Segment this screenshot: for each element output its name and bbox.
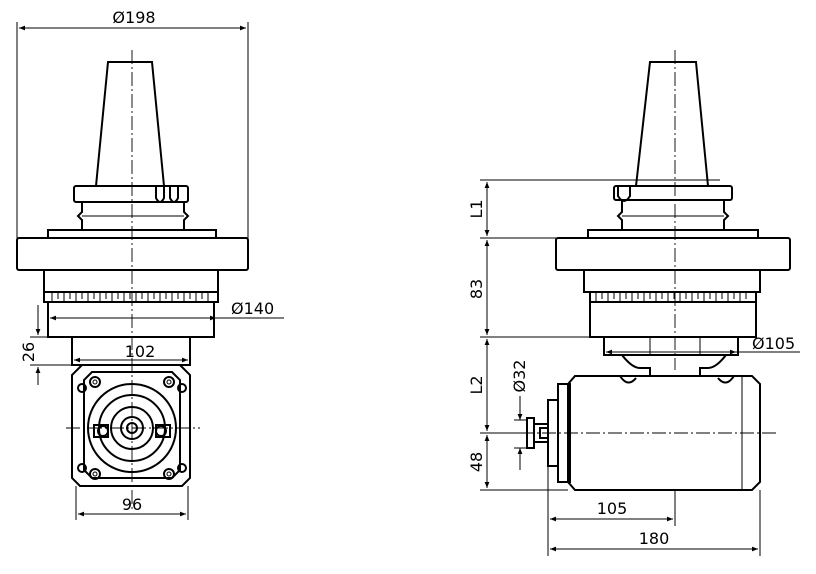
dim-180-label: 180 xyxy=(639,529,670,548)
dim-base-width-label: 96 xyxy=(122,495,142,514)
dim-flange-height: 26 xyxy=(19,305,72,385)
housing-body xyxy=(43,269,219,338)
main-flange xyxy=(16,237,249,271)
dim-overall-diameter: Ø198 xyxy=(16,8,249,238)
dim-body-diameter: Ø140 xyxy=(50,299,284,321)
side-taper-shank xyxy=(634,61,710,187)
dim-105-label: 105 xyxy=(597,499,628,518)
dim-base-width: 96 xyxy=(75,486,189,520)
dim-shaft-diameter-label: Ø32 xyxy=(510,360,529,393)
dim-head-width-label: 102 xyxy=(125,342,156,361)
dim-105: 105 xyxy=(547,466,676,556)
front-view: Ø198 Ø140 26 102 96 xyxy=(16,8,284,520)
dim-neck-diameter: Ø105 xyxy=(606,334,800,355)
side-neck xyxy=(603,336,739,376)
taper-shank xyxy=(94,61,166,187)
dim-l2: L2 xyxy=(467,339,520,434)
side-housing-body xyxy=(583,269,761,338)
dim-l1: L1 xyxy=(467,179,720,239)
dim-neck-diameter-label: Ø105 xyxy=(752,334,795,353)
side-main-flange xyxy=(555,237,791,271)
side-upper-plate xyxy=(587,229,759,239)
dim-83: 83 xyxy=(467,240,604,338)
v-flange xyxy=(73,185,190,231)
angle-head-face xyxy=(71,364,191,487)
dim-l1-label: L1 xyxy=(467,199,486,218)
dim-48-label: 48 xyxy=(467,452,486,472)
dim-180: 180 xyxy=(550,490,761,556)
dim-shaft-diameter: Ø32 xyxy=(510,360,529,470)
dim-83-label: 83 xyxy=(467,279,486,299)
dim-48: 48 xyxy=(467,435,568,491)
dim-head-width: 102 xyxy=(74,342,188,363)
dim-body-diameter-label: Ø140 xyxy=(231,299,274,318)
dim-overall-diameter-label: Ø198 xyxy=(112,8,155,27)
dim-l2-label: L2 xyxy=(467,375,486,394)
dim-flange-height-label: 26 xyxy=(19,342,38,362)
bolt-holes xyxy=(77,376,187,480)
side-v-flange xyxy=(613,185,733,231)
side-view: L1 83 L2 48 Ø105 xyxy=(467,50,800,556)
